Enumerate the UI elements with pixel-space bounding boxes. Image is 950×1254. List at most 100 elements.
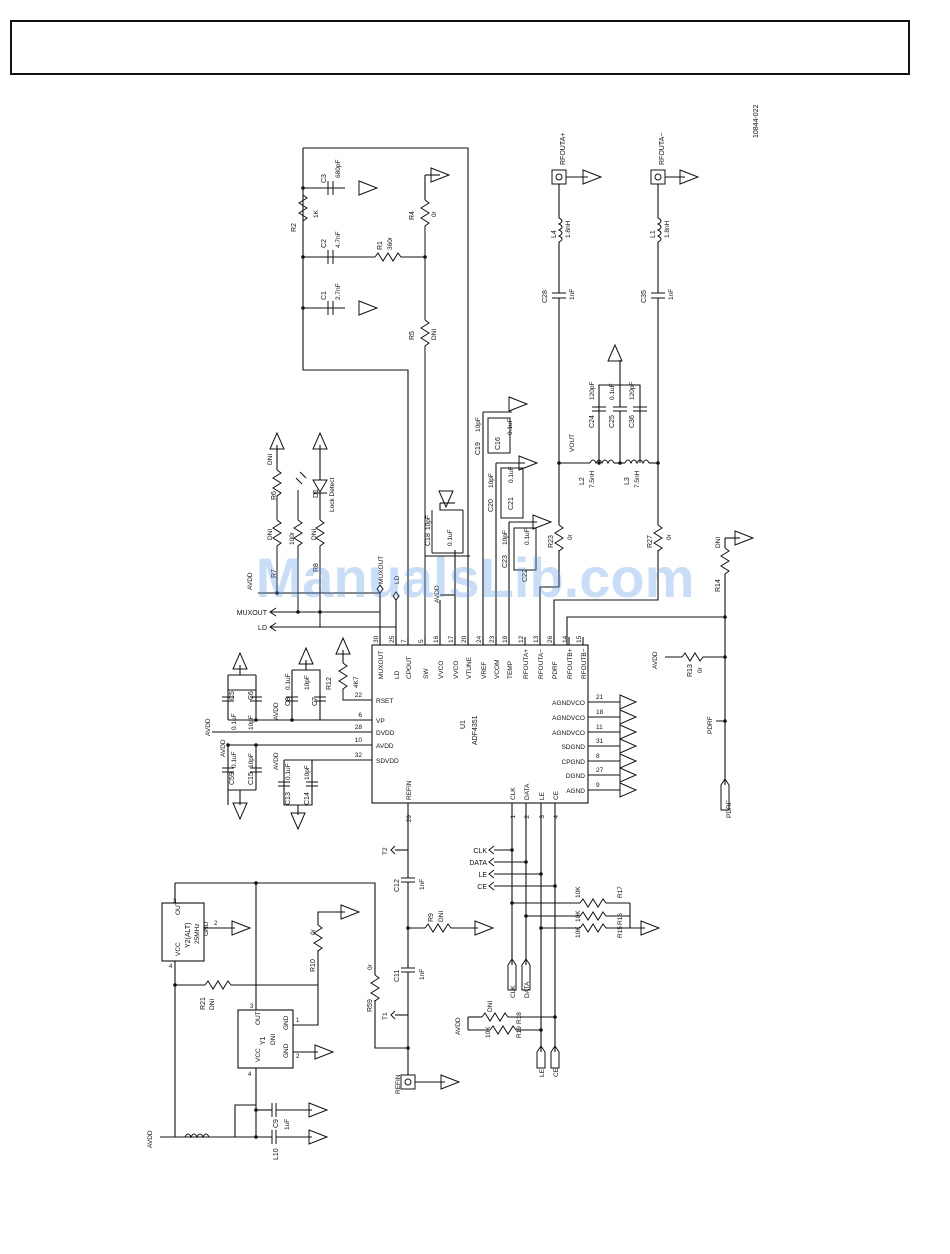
c21-value: 0.1uF [508,466,515,483]
c12-ref: C12 [394,879,401,892]
ic-top-pin-name: CPOUT [406,656,413,679]
r19-value: 10K [485,1026,492,1038]
ground-symbol [619,724,638,740]
c11-ref: C11 [394,970,401,982]
c28-value: 1nF [569,289,576,300]
r2-ref: R2 [291,223,298,232]
y2-pin-gnd: GND [203,921,210,936]
c3-value: 680pF [335,160,342,178]
y1-pin2: 2 [296,1054,300,1060]
c3-ref: C3 [321,174,328,183]
y1-pin-gnd2: GND [283,1043,290,1058]
l3-ref: L3 [624,477,631,485]
r8-value: DNI [311,529,318,540]
muxout-tp-label: MUXOUT [378,556,385,584]
ic-top-pin-name: SW [423,668,430,679]
y1-ref: Y1 [260,1036,267,1045]
ic-top-pin-name: MUXOUT [378,651,385,679]
r21-value: DNI [209,999,216,1010]
ic-top-pin-name: VVCO [438,661,445,679]
ld-tp-label: LD [394,575,401,584]
pdrf-section: AVDD R14 DNI R13 0r PDRF PDRF [566,530,754,818]
c6-ref: C6 [248,691,255,700]
le-conn-label: LE [539,1068,546,1077]
r21-ref: R21 [200,997,207,1010]
y2-pin-out: OUT [175,901,182,915]
c9-ref: L10 [273,1148,280,1160]
y1-pin-vcc: VCC [255,1048,262,1062]
r27-ref: R27 [647,535,654,548]
le-port-label: LE [478,872,487,879]
y2-pin-vcc: VCC [175,942,182,956]
refin-conn-label: REFIN [395,1074,402,1094]
t2-label: T2 [382,847,389,855]
avdd-pdrf-label: AVDD [652,651,659,669]
oscillators: OUT GND VCC 3 2 4 Y2(ALT) 25MHz OUT [147,881,360,1160]
c16-value: 0.1uF [507,418,514,435]
ic-bottom-pin-number: 3 [539,815,546,819]
avdd-vp-label: AVDD [273,702,280,720]
l4-ref: L4 [551,230,558,238]
ic-left-pin-number: 10 [355,737,363,744]
y1-pin1: 1 [296,1018,300,1024]
ic-ref: U1 [460,720,467,729]
ic-bottom-pin-number: 29 [406,815,413,823]
ground-symbol [619,738,638,754]
c21-ref: C21 [508,497,515,510]
y2-pin3: 3 [173,899,177,905]
r4-ref: R4 [409,211,416,220]
ic-bottom-pin-name: REFIN [406,780,413,800]
c12-value: 1nF [419,879,426,890]
ic-top-pin-name: RFOUTA− [538,649,545,679]
ic-top-pin-number: 17 [448,635,455,643]
ic-top-pin-number: 16 [433,635,440,643]
ic-u1: U1 ADF4351 30MUXOUT25LD7CPOUT5SW16VVCO17… [355,635,620,822]
l1-value: 1.8nH [664,220,671,238]
r23-value: 0r [567,533,574,540]
ic-top-pin-name: TEMP [507,661,514,679]
r14-value: DNI [715,537,722,548]
ic-right-pin-name: AGND [566,788,585,795]
r12-value: 4K7 [353,676,360,688]
y1-body [237,1009,294,1069]
ic-left-pin-number: 28 [355,724,363,731]
ic-body [371,644,589,804]
r8-ref: R8 [313,563,320,572]
r18-ref: R18 [516,1012,523,1024]
vout-label: VOUT [569,434,576,452]
c14-ref: C14 [304,792,311,805]
ic-top-pin-number: 23 [489,635,496,643]
r17-value: 10K [575,886,582,898]
c22-ref: C22 [522,569,529,582]
ic-top-pin-name: RFOUTB+ [567,648,574,679]
title-block-frame [10,20,910,75]
c36-ref: C36 [629,415,636,428]
ic-right-pin-name: AGNDVCO [552,730,585,737]
r7-ref: R7 [271,569,278,578]
c1-value: 2.7nF [335,283,342,300]
ic-right-pin-name: SDGND [562,744,586,751]
c24-value: 120pF [589,382,596,400]
c22-value: 0.1uF [524,528,531,545]
ic-top-pin-number: 24 [476,635,483,643]
loop-filter: R2 1K C3 680pF C2 4.7nF C1 2.7nF R1 360r… [291,147,469,645]
r59-ref: R59 [367,999,374,1012]
l2-value: 7.5nH [589,470,596,488]
digital-interface: CLK DATA LE CE CLK DATA LE CE R17 10K R1… [455,803,660,1077]
y1-pin4: 4 [248,1072,252,1078]
ic-bottom-pin-name: CLK [510,787,517,800]
c2-ref: C2 [321,239,328,248]
avdd-vco-label: AVDD [434,585,441,603]
r16-ref: R16 [617,913,624,925]
rfouta-plus-label: RFOUTA+ [560,133,567,165]
ic-left-pin-name: AVDD [376,743,394,750]
r9-ref: R9 [428,913,435,922]
r59-value: 0r [367,963,374,970]
ic-top-pin-name: VTUNE [466,656,473,679]
c7-ref: C7 [312,697,319,706]
ic-top-pin-number: 12 [518,635,525,643]
r7-value: DNI [267,529,274,540]
r17-ref: R17 [617,886,624,898]
r19-ref: R19 [516,1026,523,1038]
